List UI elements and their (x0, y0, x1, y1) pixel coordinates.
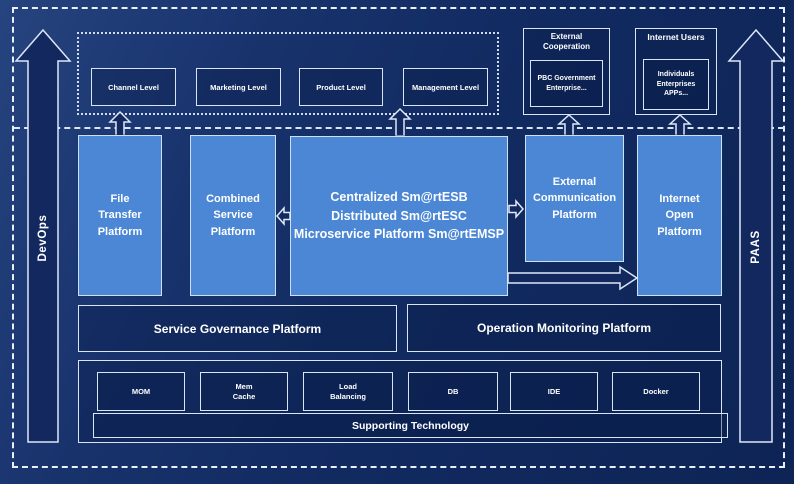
up-arrow-icon (108, 110, 132, 137)
paas-arrow-icon (727, 28, 785, 443)
product-level-label: Product Level (316, 82, 366, 92)
tech-box-ide: IDE (510, 372, 598, 411)
devops-arrow-icon (14, 28, 72, 443)
right-arrow-icon (508, 199, 524, 219)
internet-users-box: Internet Users Individuals Enterprises A… (635, 28, 717, 115)
supporting-technology-bar: Supporting Technology (93, 413, 728, 438)
channel-level-label: Channel Level (108, 82, 159, 92)
service-governance-label: Service Governance Platform (153, 321, 322, 336)
external-cooperation-title: External Cooperation (542, 32, 591, 52)
internet-open-platform-box: Internet Open Platform (637, 135, 722, 296)
management-level-label: Management Level (411, 82, 480, 92)
file-transfer-platform-box: File Transfer Platform (78, 135, 162, 296)
business-levels-dashed-frame (77, 32, 499, 115)
product-level-box: Product Level (299, 68, 383, 106)
left-arrow-icon (276, 206, 291, 226)
long-right-arrow-icon (507, 265, 639, 291)
up-arrow-icon (388, 107, 412, 137)
marketing-level-label: Marketing Level (210, 82, 267, 92)
operation-monitoring-label: Operation Monitoring Platform (477, 321, 651, 335)
tech-box-load-balancing: Load Balancing (303, 372, 393, 411)
external-cooperation-members-box: PBC Government Enterprise... (530, 60, 603, 107)
tech-box-docker: Docker (612, 372, 700, 411)
up-arrow-icon (557, 113, 581, 137)
operation-monitoring-platform-box: Operation Monitoring Platform (407, 304, 721, 352)
supporting-technology-container (78, 360, 722, 443)
esb-platform-box: Centralized Sm@rtESB Distributed Sm@rtES… (290, 136, 508, 296)
service-governance-platform-box: Service Governance Platform (78, 305, 397, 352)
tech-box-mom: MOM (97, 372, 185, 411)
outer-dashed-frame (12, 7, 785, 468)
internet-users-title: Internet Users (647, 32, 705, 42)
combined-service-platform-box: Combined Service Platform (190, 135, 276, 296)
tech-box-mem-cache: Mem Cache (200, 372, 288, 411)
management-level-box: Management Level (403, 68, 488, 106)
channel-level-box: Channel Level (91, 68, 176, 106)
marketing-level-box: Marketing Level (196, 68, 281, 106)
tech-box-db: DB (408, 372, 498, 411)
external-communication-platform-box: External Communication Platform (525, 135, 624, 262)
supporting-technology-label: Supporting Technology (351, 419, 470, 432)
up-arrow-icon (668, 113, 692, 137)
devops-rail-label: DevOps (37, 214, 49, 262)
paas-rail-label: PAAS (750, 230, 762, 264)
external-cooperation-box: External Cooperation PBC Government Ente… (523, 28, 610, 115)
internet-users-members-box: Individuals Enterprises APPs... (643, 59, 709, 110)
